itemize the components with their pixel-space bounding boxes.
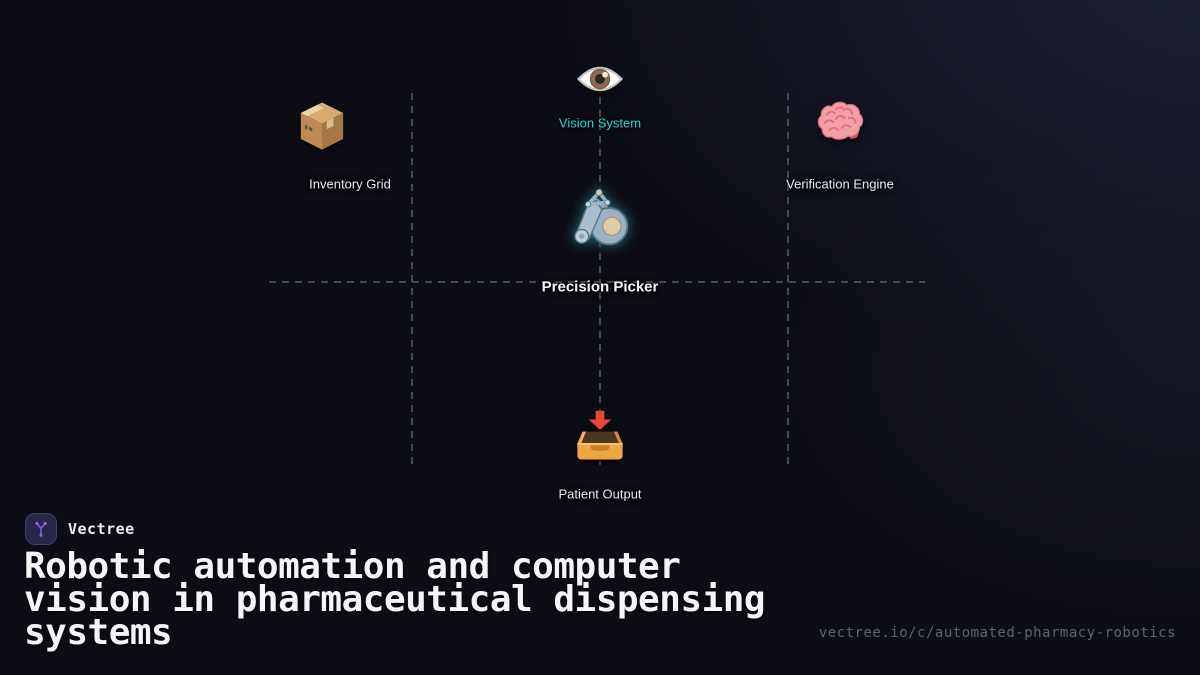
mechanical-arm-icon [569,188,631,249]
vectree-branch-icon [35,521,47,537]
vectree-logo [25,513,57,545]
brain-icon [814,101,866,146]
grid-line-vertical-left [411,93,413,465]
node-label-patient-output: Patient Output [558,486,642,502]
page-url: vectree.io/c/automated-pharmacy-robotics [818,625,1176,641]
eye-icon [577,63,623,96]
node-label-vision-system: Vision System [558,115,642,131]
node-label-inventory-grid: Inventory Grid [309,176,391,192]
grid-line-horizontal [269,281,925,283]
brand-name: Vectree [68,520,135,538]
node-label-verification-engine: Verification Engine [786,176,894,192]
grid-line-vertical-right [787,93,789,465]
package-icon [296,99,348,153]
inbox-tray-icon [572,409,628,463]
node-label-precision-picker: Precision Picker [541,278,659,296]
page-title: Robotic automation and computer vision i… [24,546,766,653]
